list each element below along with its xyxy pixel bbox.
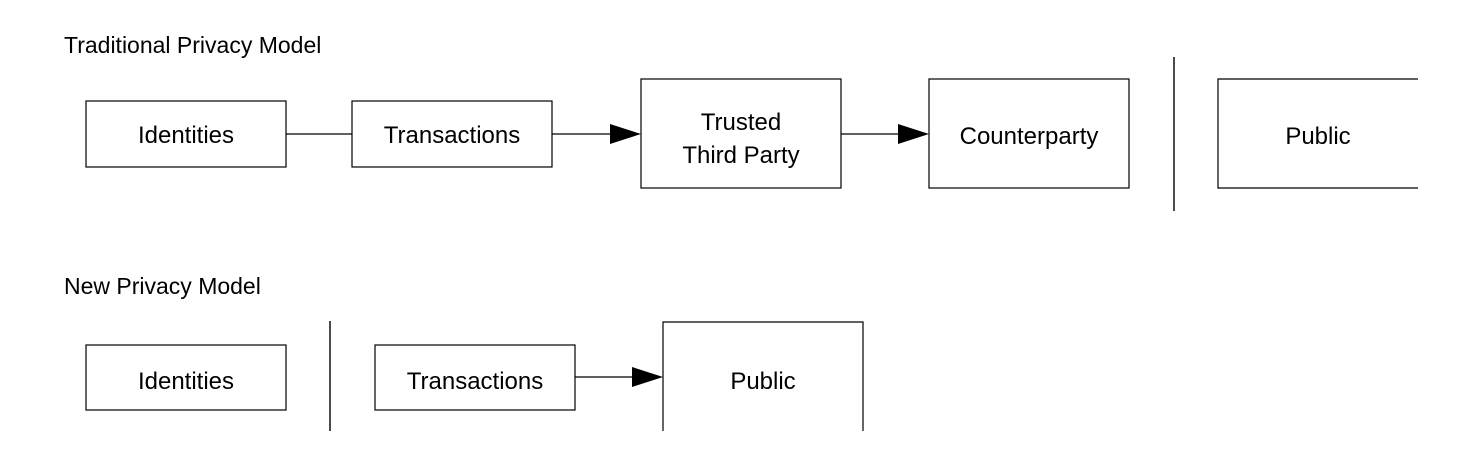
traditional-identities-label: Identities	[138, 122, 234, 149]
traditional-model-title: Traditional Privacy Model	[64, 32, 321, 58]
traditional-trusted-label-line2: Third Party	[682, 142, 799, 169]
new-transactions-box	[374, 344, 576, 411]
new-public-label: Public	[730, 368, 795, 395]
traditional-transactions-ttp-arrowhead	[610, 124, 641, 144]
traditional-counterparty-label: Counterparty	[960, 123, 1099, 150]
traditional-trusted-label-line1: Trusted	[701, 109, 781, 136]
new-identities-box	[85, 344, 287, 411]
new-model-section: New Privacy Model Identities Transaction…	[64, 273, 864, 431]
traditional-counterparty-box	[928, 78, 1130, 189]
new-model-title: New Privacy Model	[64, 273, 261, 299]
new-public-box	[662, 321, 864, 431]
traditional-ttp-counterparty-arrowhead	[898, 124, 929, 144]
new-transactions-label: Transactions	[407, 368, 544, 395]
traditional-transactions-box	[351, 100, 553, 168]
traditional-public-box	[1217, 78, 1418, 189]
traditional-trusted-third-party-box	[640, 78, 842, 189]
new-transactions-public-arrowhead	[632, 367, 663, 387]
new-identities-label: Identities	[138, 368, 234, 395]
traditional-transactions-label: Transactions	[384, 122, 521, 149]
traditional-public-label: Public	[1285, 123, 1350, 150]
traditional-identities-box	[85, 100, 287, 168]
traditional-model-section: Traditional Privacy Model Identities Tra…	[64, 32, 1418, 211]
